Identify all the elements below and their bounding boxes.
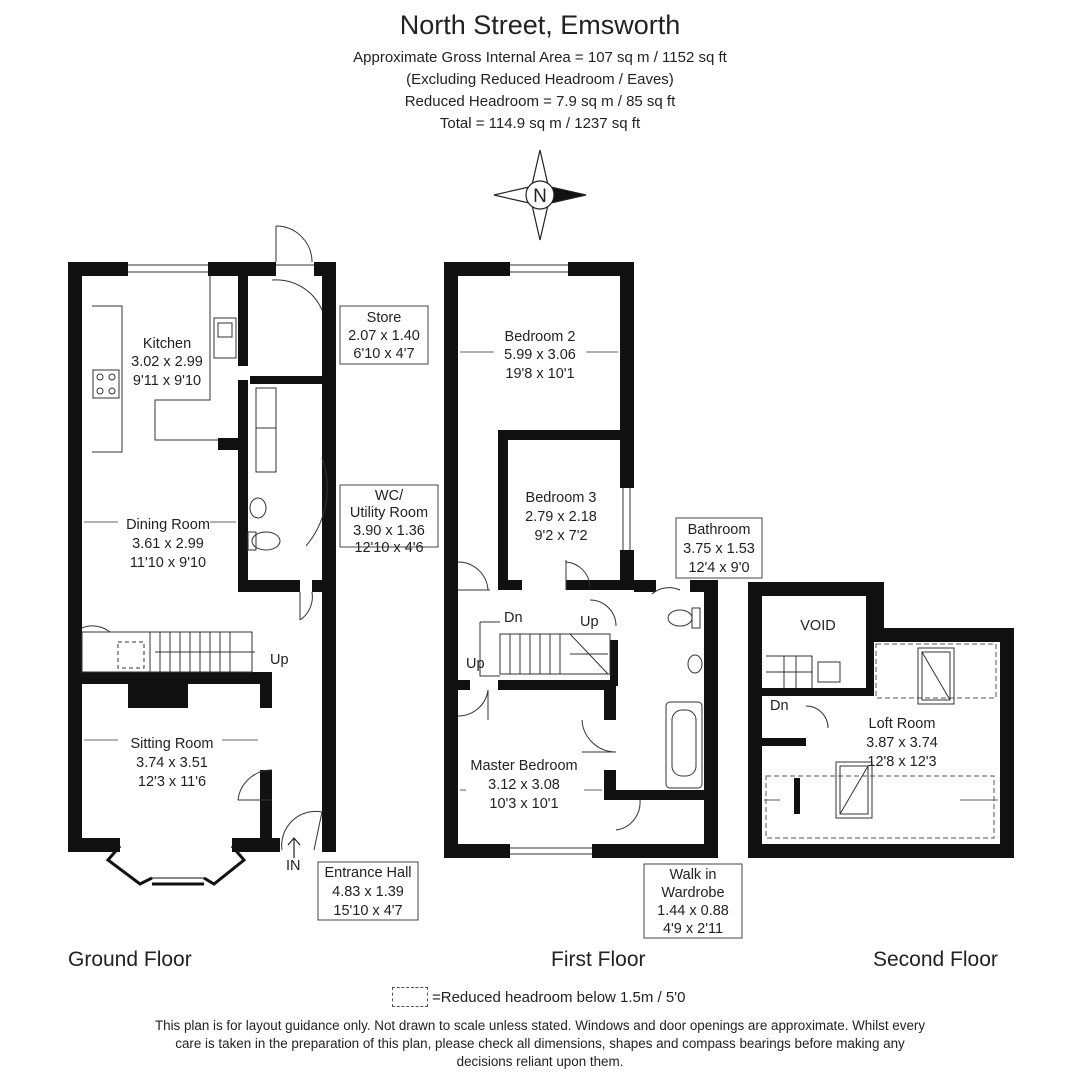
second-floor-walls: [748, 582, 1014, 858]
loft-imperial: 12'8 x 12'3: [867, 754, 936, 770]
kitchen-units: [92, 276, 237, 453]
reduced-headroom-line: Reduced Headroom = 7.9 sq m / 85 sq ft: [404, 93, 676, 110]
ground-windows: [128, 264, 314, 273]
dimension-arrows: [84, 351, 998, 801]
dining-metric: 3.61 x 2.99: [132, 536, 204, 552]
second-stairs-down: Dn: [770, 698, 789, 714]
bath-label: Bathroom: [688, 522, 751, 538]
first-doors: [457, 560, 681, 831]
store-metric: 2.07 x 1.40: [348, 328, 420, 344]
bath-imperial: 12'4 x 9'0: [688, 560, 749, 576]
disclaimer: This plan is for layout guidance only. N…: [154, 1018, 926, 1069]
first-stairs: [479, 621, 611, 677]
master-label: Master Bedroom: [470, 758, 577, 774]
second-stairs: [766, 655, 841, 729]
kitchen-metric: 3.02 x 2.99: [131, 354, 203, 370]
ground-stairs-up: Up: [270, 652, 289, 668]
headroom-legend: =Reduced headroom below 1.5m / 5'0: [392, 987, 685, 1007]
bath-metric: 3.75 x 1.53: [683, 541, 755, 557]
compass-rose-icon: [493, 149, 587, 241]
ground-floor-walls: [68, 262, 336, 852]
void-label: VOID: [800, 618, 835, 634]
store-imperial: 6'10 x 4'7: [353, 346, 414, 362]
bed3-metric: 2.79 x 2.18: [525, 509, 597, 525]
wc-imperial: 12'10 x 4'6: [354, 540, 423, 556]
ground-floor-label: Ground Floor: [68, 948, 192, 971]
bed2-imperial: 19'8 x 10'1: [505, 366, 574, 382]
first-stairs-up-lower: Up: [466, 656, 485, 672]
sitting-imperial: 12'3 x 11'6: [138, 774, 206, 790]
first-floor-walls: [444, 262, 718, 858]
hall-metric: 4.83 x 1.39: [332, 884, 404, 900]
excluding-line: (Excluding Reduced Headroom / Eaves): [406, 71, 674, 88]
dining-imperial: 11'10 x 9'10: [130, 555, 206, 571]
master-imperial: 10'3 x 10'1: [489, 796, 558, 812]
dining-label: Dining Room: [126, 517, 210, 533]
entrance-in-label: IN: [286, 858, 301, 874]
plan-title: North Street, Emsworth: [399, 10, 681, 40]
kitchen-imperial: 9'11 x 9'10: [133, 373, 201, 389]
skylights: [835, 647, 955, 819]
wardrobe-imperial: 4'9 x 2'11: [663, 921, 723, 937]
wardrobe-metric: 1.44 x 0.88: [657, 903, 729, 919]
first-callouts: [643, 517, 763, 939]
wardrobe-label-1: Walk in: [670, 867, 717, 883]
store-label: Store: [367, 310, 402, 326]
second-floor-label: Second Floor: [873, 948, 998, 971]
master-metric: 3.12 x 3.08: [488, 777, 560, 793]
dashed-box-icon: [392, 987, 428, 1007]
bed3-imperial: 9'2 x 7'2: [534, 528, 587, 544]
compass-north-letter: N: [533, 186, 547, 207]
bed2-metric: 5.99 x 3.06: [504, 347, 576, 363]
legend-text: =Reduced headroom below 1.5m / 5'0: [432, 988, 686, 1006]
first-windows: [510, 264, 631, 855]
loft-metric: 3.87 x 3.74: [866, 735, 938, 751]
sitting-label: Sitting Room: [130, 736, 213, 752]
total-area-line: Total = 114.9 sq m / 1237 sq ft: [439, 115, 641, 132]
wc-label-2: Utility Room: [350, 505, 428, 521]
bay-window: [105, 845, 247, 886]
wc-label-1: WC/: [375, 488, 404, 504]
kitchen-label: Kitchen: [143, 336, 191, 352]
bathroom-fixtures: [665, 607, 703, 789]
sitting-metric: 3.74 x 3.51: [136, 755, 208, 771]
reduced-headroom-zones: [765, 643, 997, 839]
hall-label: Entrance Hall: [324, 865, 411, 881]
gross-area-line: Approximate Gross Internal Area = 107 sq…: [353, 49, 727, 66]
wc-fixtures: [247, 387, 281, 551]
first-stairs-down: Dn: [504, 610, 523, 626]
wc-metric: 3.90 x 1.36: [353, 523, 425, 539]
wardrobe-label-2: Wardrobe: [661, 885, 724, 901]
ground-staircase: [81, 631, 255, 673]
bed2-label: Bedroom 2: [505, 329, 576, 345]
first-floor-label: First Floor: [551, 948, 646, 971]
hall-imperial: 15'10 x 4'7: [333, 903, 402, 919]
first-stairs-up: Up: [580, 614, 599, 630]
bed3-label: Bedroom 3: [526, 490, 597, 506]
entrance-arrow-icon: [287, 837, 301, 858]
ground-callouts: [317, 305, 439, 921]
loft-label: Loft Room: [869, 716, 936, 732]
